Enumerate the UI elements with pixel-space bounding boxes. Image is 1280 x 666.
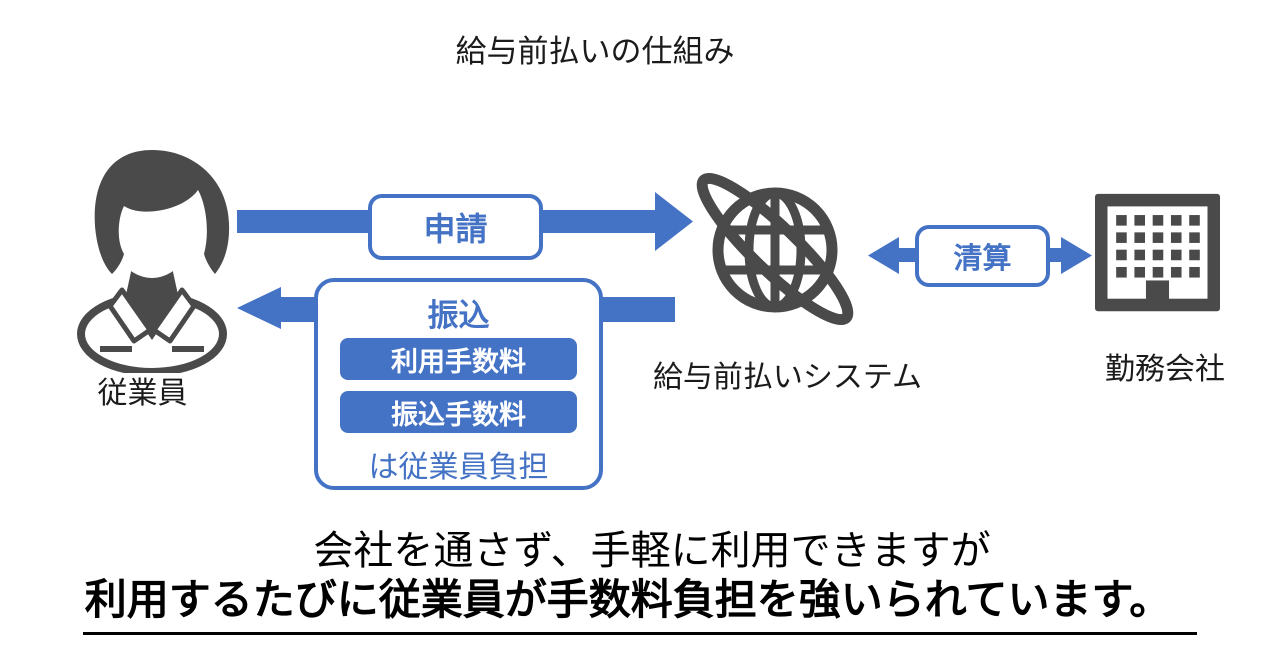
settlement-label: 清算 xyxy=(953,243,1012,275)
employee-figure xyxy=(72,148,232,376)
system-label: 給与前払いシステム xyxy=(652,361,923,394)
footer-line1: 会社を通さず、手軽に利用できますが xyxy=(313,529,991,573)
settlement-arrow-head-right xyxy=(1061,237,1092,274)
transfer-arrow-head xyxy=(237,287,281,329)
building-icon xyxy=(1095,193,1220,312)
globe-icon xyxy=(696,172,854,326)
transfer-note: は従業員負担 xyxy=(368,451,549,484)
company-label: 勤務会社 xyxy=(1105,353,1225,386)
application-pill: 申請 xyxy=(368,194,543,260)
person-icon xyxy=(77,150,230,376)
transfer-label: 振込 xyxy=(427,298,490,333)
footer-line2: 利用するたびに従業員が手数料負担を強いられています。 xyxy=(0,566,1280,635)
system-figure xyxy=(680,162,870,338)
footer-line2-text: 利用するたびに従業員が手数料負担を強いられています。 xyxy=(82,566,1198,635)
company-figure xyxy=(1095,193,1220,315)
fee-chip-transfer: 振込手数料 xyxy=(340,391,577,433)
settlement-pill: 清算 xyxy=(915,225,1050,287)
settlement-arrow-head-left xyxy=(868,237,899,274)
fee-transfer-label: 振込手数料 xyxy=(391,399,526,430)
fee-usage-label: 利用手数料 xyxy=(391,346,526,377)
employee-label: 従業員 xyxy=(97,377,188,410)
fee-chip-usage: 利用手数料 xyxy=(340,338,577,380)
application-label: 申請 xyxy=(423,211,488,247)
page-title: 給与前払いの仕組み xyxy=(455,34,735,69)
transfer-box: 振込 利用手数料 振込手数料 は従業員負担 xyxy=(314,278,603,490)
